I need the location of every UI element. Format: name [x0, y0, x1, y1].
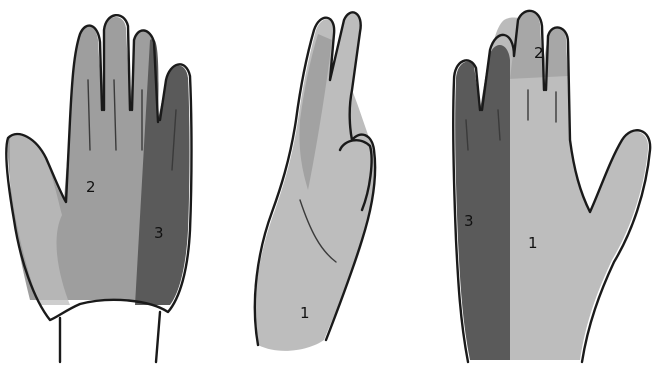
right-hand-zone-3-region [455, 45, 510, 360]
left-hand-palm-view: 2 3 [6, 15, 191, 362]
left-hand-label-2: 2 [86, 178, 96, 196]
right-hand-dorsal-view: 2 3 1 [453, 11, 650, 362]
right-hand-label-3: 3 [464, 212, 474, 230]
middle-hand-side-view: 1 [255, 12, 375, 351]
right-hand-label-1: 1 [528, 234, 538, 252]
middle-hand-label-1: 1 [300, 304, 310, 322]
right-hand-label-2: 2 [534, 44, 544, 62]
left-hand-label-3: 3 [154, 224, 164, 242]
left-hand-wrist [60, 312, 160, 362]
